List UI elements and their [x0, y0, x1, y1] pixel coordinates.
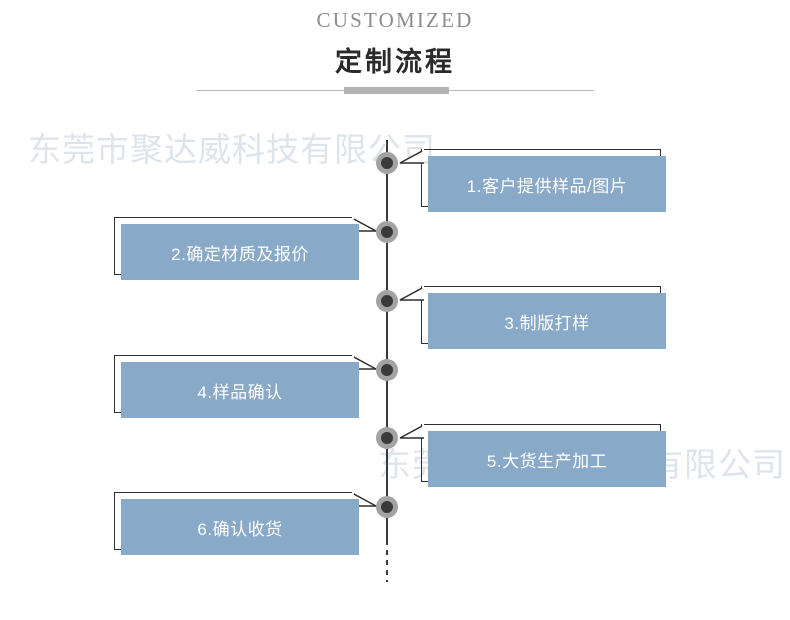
watermark-top: 东莞市聚达威科技有限公司: [28, 131, 436, 168]
flow-step-6[interactable]: 6.确认收货: [114, 492, 377, 555]
flow-step-label: 1.客户提供样品/图片: [466, 176, 628, 196]
flow-step-1[interactable]: 1.客户提供样品/图片: [399, 149, 666, 212]
divider-center-bar: [344, 87, 449, 94]
page-title-english: CUSTOMIZED: [316, 8, 474, 32]
flow-step-label: 4.样品确认: [197, 382, 283, 402]
callout-tail-icon: [398, 149, 424, 175]
flow-step-label: 3.制版打样: [504, 313, 590, 333]
callout-tail-icon: [398, 424, 424, 450]
timeline-dot-6[interactable]: [376, 496, 398, 518]
flow-step-body: 2.确定材质及报价: [121, 224, 359, 280]
flow-step-label: 5.大货生产加工: [486, 451, 608, 471]
flow-step-body: 1.客户提供样品/图片: [428, 156, 666, 212]
timeline-dot-3[interactable]: [376, 290, 398, 312]
timeline-dot-1[interactable]: [376, 152, 398, 174]
callout-tail-icon: [398, 286, 424, 312]
flow-step-label: 6.确认收货: [197, 519, 283, 539]
flow-step-5[interactable]: 5.大货生产加工: [399, 424, 666, 487]
flow-step-body: 5.大货生产加工: [428, 431, 666, 487]
timeline-dot-5[interactable]: [376, 427, 398, 449]
title-divider: [196, 86, 594, 96]
flow-step-2[interactable]: 2.确定材质及报价: [114, 217, 377, 280]
timeline-axis: [386, 140, 388, 540]
flow-step-4[interactable]: 4.样品确认: [114, 355, 377, 418]
flow-step-3[interactable]: 3.制版打样: [399, 286, 666, 349]
flow-step-body: 6.确认收货: [121, 499, 359, 555]
page-header: CUSTOMIZED 定制流程: [0, 0, 790, 100]
timeline-dot-2[interactable]: [376, 221, 398, 243]
page-title-chinese: 定制流程: [335, 47, 455, 77]
flow-step-label: 2.确定材质及报价: [171, 244, 309, 264]
flow-step-body: 4.样品确认: [121, 362, 359, 418]
timeline-dot-4[interactable]: [376, 359, 398, 381]
flow-step-body: 3.制版打样: [428, 293, 666, 349]
timeline-axis-dashed-tail: [386, 540, 388, 582]
